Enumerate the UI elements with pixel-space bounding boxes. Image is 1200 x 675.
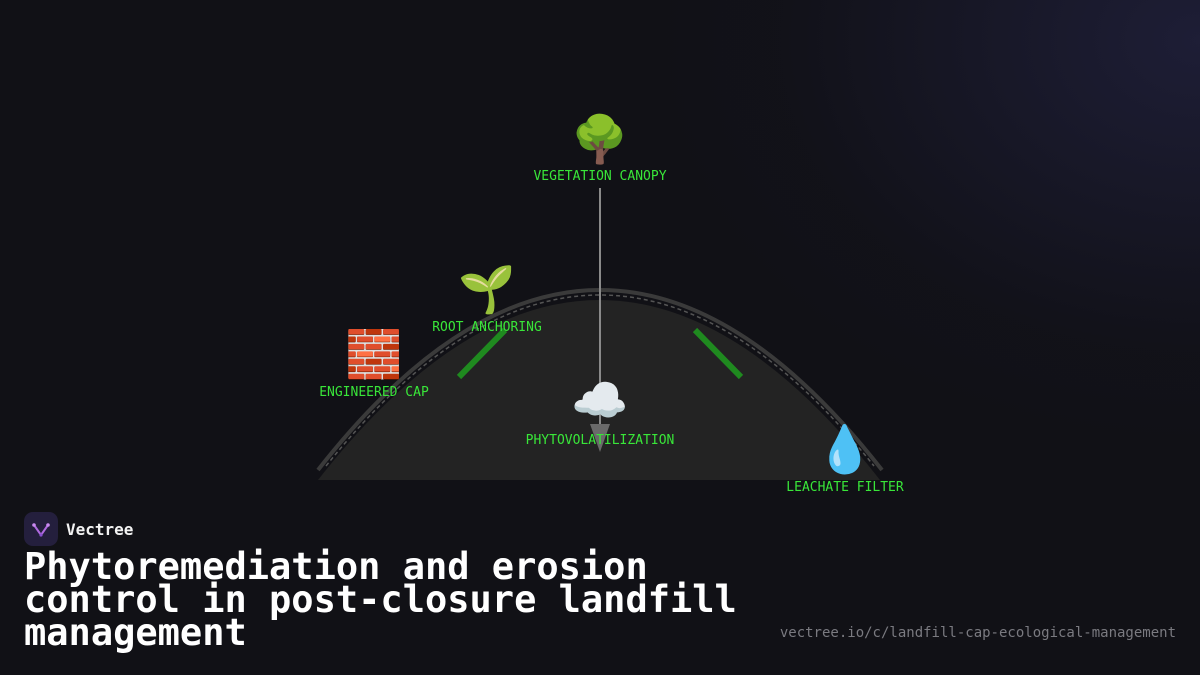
node-label-engineered-cap: ENGINEERED CAP xyxy=(319,385,429,400)
cloud-icon: ☁️ xyxy=(571,373,628,427)
node-root-anchoring: 🌱 ROOT ANCHORING xyxy=(432,262,542,335)
right-slope-vegetation-strip xyxy=(692,327,744,380)
node-label-root-anchoring: ROOT ANCHORING xyxy=(432,320,542,335)
seedling-icon: 🌱 xyxy=(458,262,515,316)
source-url[interactable]: vectree.io/c/landfill-cap-ecological-man… xyxy=(779,625,1176,641)
node-engineered-cap: 🧱 ENGINEERED CAP xyxy=(319,327,429,400)
node-phytovolatilization: ☁️ PHYTOVOLATILIZATION xyxy=(526,373,675,448)
down-arrow-head xyxy=(590,424,610,452)
vectree-logo-icon xyxy=(24,512,58,546)
brand-name: Vectree xyxy=(66,519,134,539)
node-label-phytovolatilization: PHYTOVOLATILIZATION xyxy=(526,433,675,448)
left-slope-vegetation-strip xyxy=(456,327,508,380)
cap-inner-dashed-arc xyxy=(325,294,875,467)
node-label-vegetation-canopy: VEGETATION CANOPY xyxy=(533,169,666,184)
brand: Vectree xyxy=(24,512,133,546)
node-vegetation-canopy: 🌳 VEGETATION CANOPY xyxy=(533,111,666,184)
node-label-leachate-filter: LEACHATE FILTER xyxy=(786,480,904,495)
brick-icon: 🧱 xyxy=(345,327,402,381)
node-leachate-filter: 💧 LEACHATE FILTER xyxy=(786,422,904,495)
droplet-icon: 💧 xyxy=(816,422,873,476)
page-title: Phytoremediation and erosion control in … xyxy=(24,545,737,654)
tree-icon: 🌳 xyxy=(571,111,628,166)
